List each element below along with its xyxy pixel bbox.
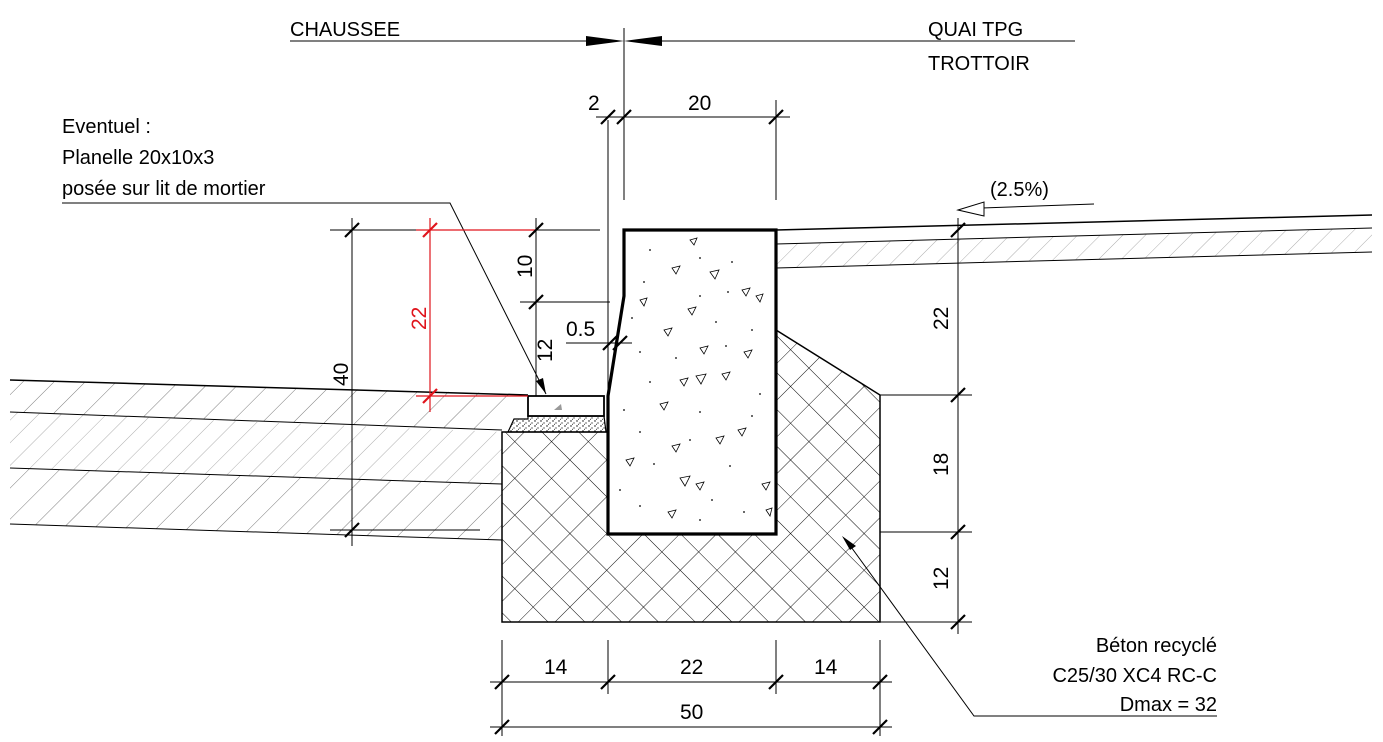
curb-stone: [606, 228, 778, 536]
dim-right-upper: 22: [930, 307, 953, 330]
slope-label: (2.5%): [990, 179, 1049, 201]
note-line1: Eventuel :: [62, 116, 151, 138]
dim-top-width: 20: [688, 92, 711, 115]
slope-indicator: (2.5%): [956, 179, 1095, 217]
dim-left-total: 40: [330, 363, 353, 386]
dim-right-mid: 18: [930, 453, 953, 476]
note-line3: posée sur lit de mortier: [62, 178, 266, 200]
arrow-quai: [624, 36, 662, 46]
note-line2: Planelle 20x10x3: [62, 147, 214, 169]
bottom-dimensions: 14 22 14 50: [490, 640, 892, 736]
label-chaussee: CHAUSSEE: [290, 19, 400, 41]
left-dimensions: 40 22 10 12 0.5: [330, 218, 632, 546]
dim-top-gap: 2: [588, 92, 600, 115]
concrete-line2: C25/30 XC4 RC-C: [1052, 665, 1217, 687]
label-quai-tpg: QUAI TPG: [928, 19, 1023, 41]
dim-bottom-right: 14: [814, 656, 838, 679]
header-labels: CHAUSSEE QUAI TPG TROTTOIR: [290, 19, 1075, 200]
dim-left-lower: 12: [534, 339, 557, 362]
dim-batter: 0.5: [566, 318, 595, 341]
top-dimensions: 2 20: [588, 92, 790, 396]
concrete-line1: Béton recyclé: [1096, 635, 1217, 657]
planelle-and-mortar: [507, 395, 607, 433]
sidewalk-layers: [775, 214, 1373, 269]
concrete-line3: Dmax = 32: [1120, 694, 1217, 716]
dim-right-lower: 12: [930, 567, 953, 590]
right-dimensions: 22 18 12: [880, 218, 972, 634]
concrete-arrow: [842, 536, 856, 550]
label-trottoir: TROTTOIR: [928, 53, 1030, 75]
dim-bottom-total: 50: [680, 701, 703, 724]
dim-left-upper: 10: [514, 255, 537, 278]
road-layers: [9, 379, 529, 541]
planelle-note: Eventuel : Planelle 20x10x3 posée sur li…: [62, 116, 547, 395]
arrow-chaussee: [586, 36, 624, 46]
concrete-note: Béton recyclé C25/30 XC4 RC-C Dmax = 32: [842, 536, 1217, 717]
dim-left-red: 22: [408, 307, 431, 330]
dim-bottom-left: 14: [544, 656, 568, 679]
note-arrow: [536, 378, 546, 394]
planelle-tile: [527, 395, 605, 417]
dim-bottom-mid: 22: [680, 656, 703, 679]
